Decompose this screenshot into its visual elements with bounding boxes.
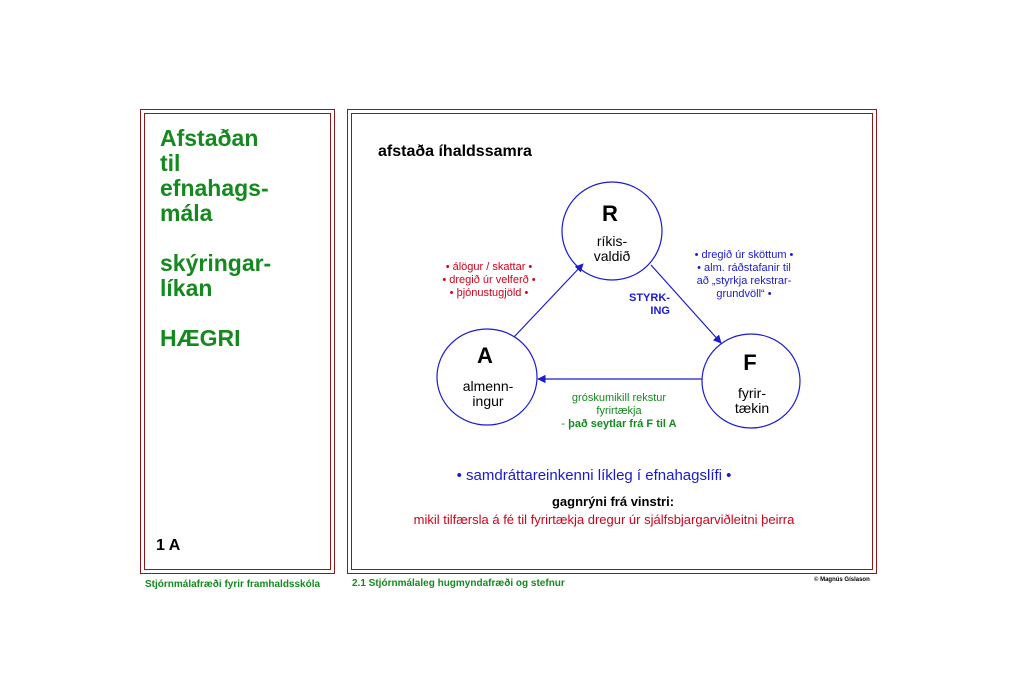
footer-course: Stjórnmálafræði fyrir framhaldsskóla [145, 579, 321, 590]
edge-label-a-to-r: • álögur / skattar • • dregið úr velferð… [442, 261, 535, 300]
node-a-letter: A [477, 343, 493, 368]
node-r-circle [561, 181, 663, 281]
critique-text: mikil tilfærsla á fé til fyrirtækja dreg… [413, 512, 795, 527]
critique-title: gagnrýni frá vinstri: [551, 494, 675, 509]
edge-note-line: grundvöll“ • [716, 288, 772, 300]
subtitle-line: líkan [160, 275, 213, 301]
node-r-letter: R [602, 201, 618, 226]
node-f-label-line: tækin [734, 400, 770, 416]
left-panel-frame [140, 109, 335, 574]
node-f-label-line: fyrir- [737, 385, 766, 401]
title-line: efnahags- [160, 175, 269, 201]
edge-label-line: gróskumikill rekstur [571, 392, 667, 404]
edge-note-r-to-f: • dregið úr sköttum • • alm. ráðstafanir… [695, 249, 794, 301]
arrow-a-to-r [513, 263, 584, 338]
edge-label-f-to-a: gróskumikill rekstur fyrirtækja - það se… [561, 392, 676, 431]
title-line: Afstaðan [160, 125, 259, 151]
node-f-label: fyrir- tækin [735, 386, 769, 416]
node-f-letter: F [743, 350, 757, 375]
edge-label-emphasis: það seytlar frá F til A [568, 418, 677, 430]
title-line: mála [160, 200, 213, 226]
edge-label-prefix: - [561, 418, 569, 430]
node-a-circle [436, 328, 538, 426]
footer-chapter: 2.1 Stjórnmálaleg hugmyndafræði og stefn… [352, 578, 565, 589]
arrow-r-to-f [650, 264, 722, 344]
diagram-title: afstaða íhaldssamra [378, 143, 532, 160]
edge-label-line: • dregið úr velferð • [442, 274, 536, 286]
slide-title: Afstaðan til efnahags- mála skýringar- l… [160, 126, 271, 351]
edge-label-line: • álögur / skattar • [445, 261, 533, 273]
edge-label-line: • þjónustugjöld • [449, 287, 529, 299]
node-a-label-line: almenn- [462, 378, 514, 394]
title-line: til [160, 150, 181, 176]
edge-tag-line: STYRK- [629, 292, 670, 304]
footer-copyright: © Magnús Gíslason [814, 577, 870, 583]
edge-tag-line: ING [650, 305, 670, 317]
edge-note-line: • alm. ráðstafanir til [697, 262, 791, 274]
node-r-label-line: valdið [593, 248, 631, 264]
edge-note-line: • dregið úr sköttum • [694, 249, 794, 261]
slide-heading: HÆGRI [160, 325, 241, 351]
edge-note-line: að „styrkja rekstrar- [696, 275, 792, 287]
edge-label-line: fyrirtækja [596, 405, 642, 417]
node-a-label-line: ingur [472, 393, 504, 409]
node-r-label-line: ríkis- [596, 233, 628, 249]
summary-line: • samdráttareinkenni líkleg í efnahagslí… [456, 467, 732, 484]
slide-number: 1 A [156, 537, 181, 554]
node-r-label: ríkis- valdið [594, 234, 631, 264]
node-f-circle [701, 333, 801, 429]
node-a-label: almenn- ingur [463, 379, 514, 409]
edge-label-line: - það seytlar frá F til A [561, 418, 676, 431]
subtitle-line: skýringar- [160, 250, 272, 276]
edge-tag-r-to-f: STYRK- ING [629, 292, 670, 318]
